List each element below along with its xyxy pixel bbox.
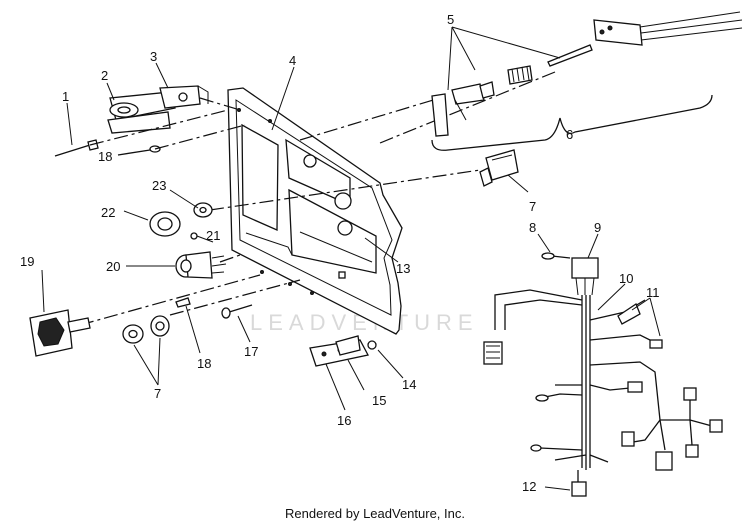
washer-23 — [193, 202, 213, 218]
callout-12: 12 — [522, 479, 536, 494]
callout-7-right: 7 — [529, 199, 536, 214]
callout-17: 17 — [244, 344, 258, 359]
callout-19: 19 — [20, 254, 34, 269]
callout-7-left: 7 — [154, 386, 161, 401]
callout-11: 11 — [646, 285, 660, 300]
screw-18-top — [117, 145, 161, 156]
callout-16: 16 — [337, 413, 351, 428]
callout-21: 21 — [206, 228, 220, 243]
nut-22 — [149, 211, 181, 237]
leader-lines — [41, 26, 661, 491]
callout-13: 13 — [396, 261, 410, 276]
callout-23: 23 — [152, 178, 166, 193]
key — [29, 309, 91, 357]
callout-18-bottom: 18 — [197, 356, 211, 371]
callout-14: 14 — [402, 377, 416, 392]
callout-9: 9 — [594, 220, 601, 235]
callout-18-top: 18 — [98, 149, 112, 164]
wiring-harness — [483, 252, 723, 497]
callout-1: 1 — [62, 89, 69, 104]
callout-6: 6 — [566, 127, 573, 142]
screw-1 — [54, 139, 99, 157]
mounting-plate — [159, 85, 209, 109]
ignition-bracket — [107, 91, 176, 134]
callout-2: 2 — [101, 68, 108, 83]
rocker-switch — [479, 149, 519, 187]
grommet-7 — [122, 315, 170, 344]
footer-credit: Rendered by LeadVenture, Inc. — [285, 506, 465, 521]
callout-10: 10 — [619, 271, 633, 286]
switch-assembly — [431, 11, 743, 137]
callout-8: 8 — [529, 220, 536, 235]
callout-labels: 1 2 3 4 5 6 7 7 8 9 10 11 12 13 14 15 16… — [20, 12, 660, 494]
screw-17 — [221, 304, 253, 319]
callout-22: 22 — [101, 205, 115, 220]
callout-20: 20 — [106, 259, 120, 274]
group-bracket-6 — [431, 94, 713, 151]
mount-bracket — [309, 335, 377, 367]
knob-21 — [190, 232, 198, 240]
dash-panel — [227, 87, 403, 335]
screw-18-bottom — [175, 297, 191, 308]
callout-15: 15 — [372, 393, 386, 408]
callout-4: 4 — [289, 53, 296, 68]
callout-3: 3 — [150, 49, 157, 64]
ignition-switch — [175, 251, 227, 279]
callout-5: 5 — [447, 12, 454, 27]
